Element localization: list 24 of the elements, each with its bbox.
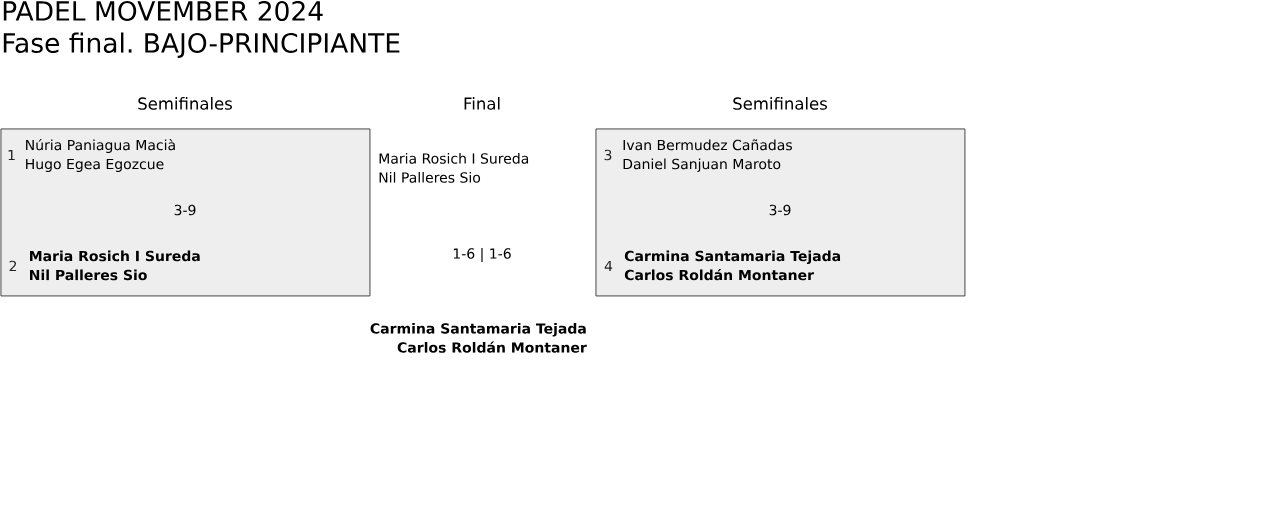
score: 1-6 | 1-6: [453, 247, 511, 262]
player-name: Carlos Roldán Montaner: [624, 268, 814, 281]
match-box: [0, 128, 371, 297]
player-name: Hugo Egea Egozcue: [26, 158, 164, 172]
player-name: Nil Palleres Sio: [30, 269, 147, 281]
seed-number: 3: [604, 149, 612, 161]
player-name: Ivan Bermudez Cañadas: [623, 139, 792, 151]
column-heading: Final: [464, 97, 500, 110]
player-name: Carlos Roldán Montaner: [397, 341, 587, 353]
player-name: Maria Rosich I Sureda: [30, 250, 200, 262]
player-name: Núria Paniagua Macià: [26, 138, 175, 153]
seed-number: 2: [9, 260, 17, 272]
column-heading: Semifinales: [733, 97, 827, 110]
player-name: Carmina Santamaria Tejada: [624, 250, 840, 265]
page-title: PADEL MOVEMBER 2024: [3, 0, 323, 21]
seed-number: 1: [8, 149, 15, 161]
score: 3-9: [174, 204, 196, 216]
seed-number: 4: [604, 260, 613, 272]
column-heading: Semifinales: [138, 97, 232, 110]
subtitle: Fase final. BAJO-PRINCIPIANTE: [3, 32, 400, 58]
player-name: Daniel Sanjuan Maroto: [623, 158, 781, 172]
match-box: [595, 128, 966, 297]
score: 3-9: [769, 204, 791, 216]
player-name: Carmina Santamaria Tejada: [370, 322, 586, 337]
